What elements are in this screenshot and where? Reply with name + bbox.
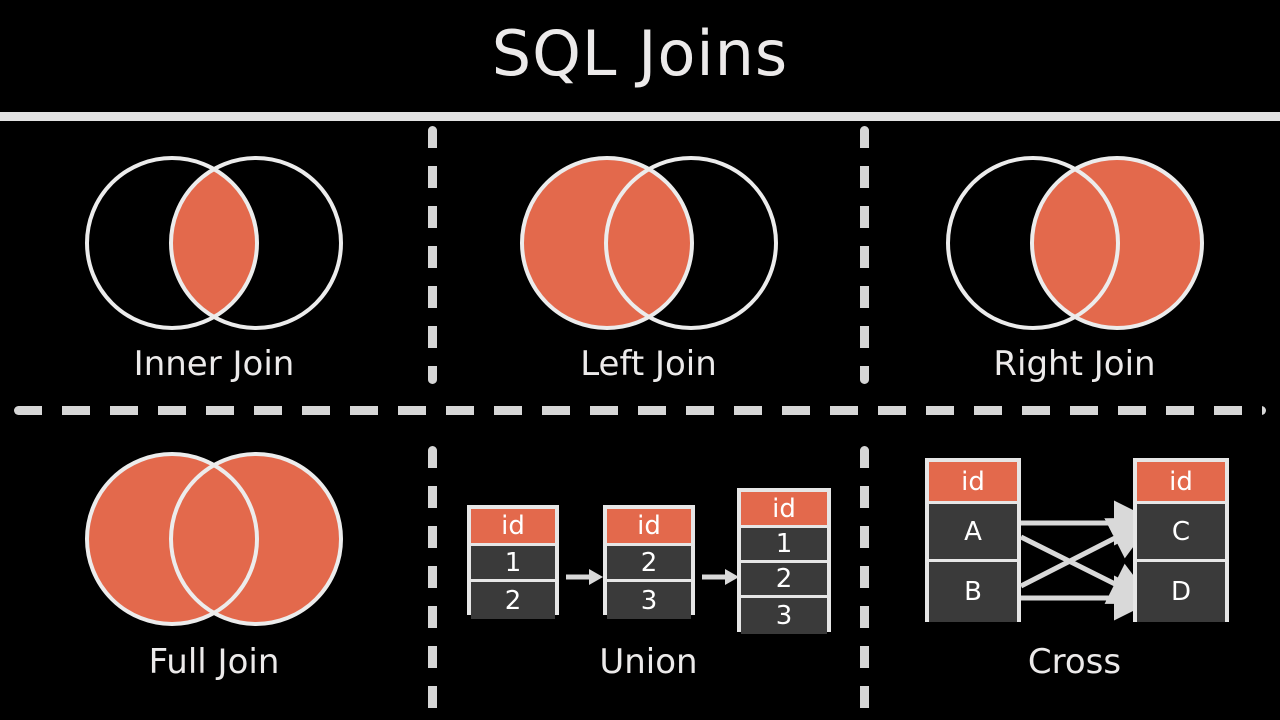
union-table-result-cell-2: 3 <box>741 598 827 634</box>
panel-label-full-join: Full Join <box>148 642 280 682</box>
panel-union: id 1 2 id 2 3 id 1 2 3 Union <box>437 424 860 714</box>
cross-table-left-cell-1: B <box>929 562 1017 622</box>
cross-table-right: id C D <box>1133 458 1229 622</box>
vertical-divider-right-top <box>860 126 869 384</box>
panel-cross: id A B id C D Cross <box>869 424 1280 714</box>
panel-label-right-join: Right Join <box>993 344 1156 384</box>
union-table-2-cell-1: 3 <box>607 582 691 619</box>
cross-table-left-cell-0: A <box>929 504 1017 562</box>
union-arrow-1 <box>566 569 603 585</box>
panel-label-inner-join: Inner Join <box>133 344 295 384</box>
union-table-2-cell-0: 2 <box>607 546 691 582</box>
venn-left-join <box>520 156 778 330</box>
panel-full-join: Full Join <box>0 424 428 714</box>
venn-inner-join <box>85 156 343 330</box>
cross-table-left: id A B <box>925 458 1021 622</box>
vertical-divider-right-bottom <box>860 446 869 714</box>
union-table-2: id 2 3 <box>603 505 695 619</box>
panel-right-join: Right Join <box>869 126 1280 406</box>
union-table-1-cell-0: 1 <box>471 546 555 582</box>
cross-table-right-header-id: id <box>1137 462 1225 504</box>
cross-arrows <box>1019 500 1159 621</box>
title-underline-rule <box>0 112 1280 121</box>
union-table-result-cell-1: 2 <box>741 563 827 598</box>
panel-label-cross: Cross <box>1027 642 1122 682</box>
venn-full-join <box>85 452 343 626</box>
panel-label-left-join: Left Join <box>580 344 717 384</box>
union-arrow-2 <box>702 569 739 585</box>
union-table-result-cell-0: 1 <box>741 528 827 563</box>
union-table-result: id 1 2 3 <box>737 488 831 634</box>
cross-table-left-header-id: id <box>929 462 1017 504</box>
venn-right-join <box>946 156 1204 330</box>
union-table-1-header-id: id <box>471 509 555 546</box>
vertical-divider-left-top <box>428 126 437 384</box>
horizontal-divider-row <box>14 406 1266 415</box>
union-table-2-header-id: id <box>607 509 691 546</box>
union-table-1-cell-1: 2 <box>471 582 555 619</box>
page-title: SQL Joins <box>491 17 789 90</box>
cross-table-right-cell-0: C <box>1137 504 1225 562</box>
union-table-result-header-id: id <box>741 492 827 528</box>
panel-label-union: Union <box>599 642 698 682</box>
cross-table-right-cell-1: D <box>1137 562 1225 622</box>
panel-left-join: Left Join <box>437 126 860 406</box>
vertical-divider-left-bottom <box>428 446 437 714</box>
union-table-1: id 1 2 <box>467 505 559 619</box>
panel-inner-join: Inner Join <box>0 126 428 406</box>
